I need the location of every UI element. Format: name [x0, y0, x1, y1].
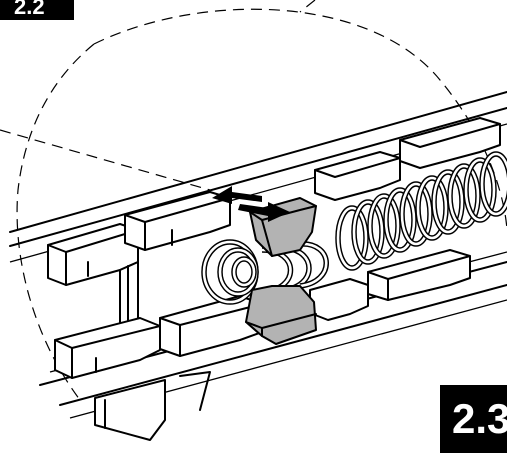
rail-housing [9, 91, 507, 441]
latch-upper [249, 197, 317, 257]
latch-lower [245, 285, 317, 345]
step-badge-top: 2.2 [0, 0, 74, 20]
double-arrow-icon [212, 186, 290, 222]
coil-spring-extended [335, 151, 507, 271]
magnifier-outline [0, 0, 507, 401]
step-badge-bottom: 2.3 [440, 385, 507, 453]
